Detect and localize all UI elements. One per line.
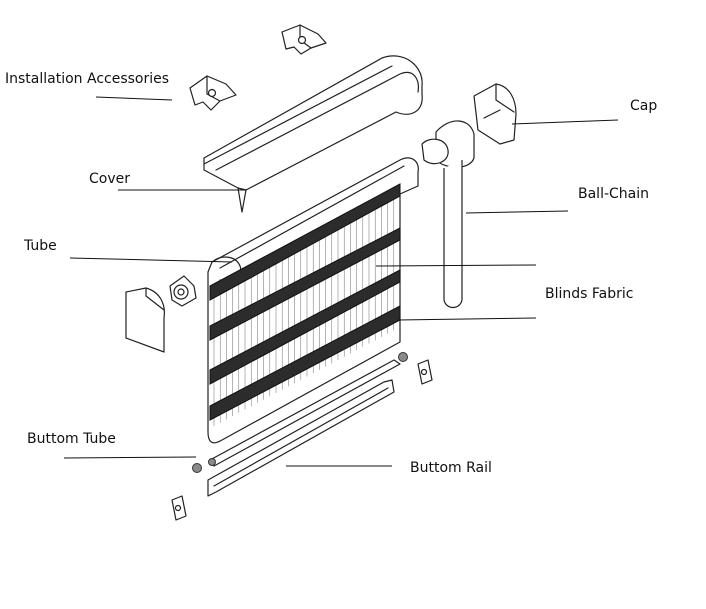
blind-fabric-panel	[207, 157, 419, 444]
chain-mechanism	[421, 120, 475, 309]
cover-profile	[203, 55, 423, 213]
cap-right	[473, 83, 517, 145]
label-buttom-tube: Buttom Tube	[27, 431, 116, 447]
label-buttom-rail: Buttom Rail	[410, 460, 492, 476]
bottom-tube-rod	[192, 352, 408, 473]
tube-plug	[169, 275, 197, 307]
label-tube: Tube	[24, 238, 57, 254]
bottom-rail	[207, 379, 395, 497]
label-cap: Cap	[630, 98, 658, 114]
leader-lines	[63, 96, 619, 467]
label-cover: Cover	[89, 171, 130, 187]
label-blinds-fabric: Blinds Fabric	[545, 286, 634, 302]
end-cap-left	[125, 287, 165, 353]
end-clip-left	[171, 495, 187, 521]
installation-bracket-top	[281, 24, 327, 55]
label-installation-accessories: Installation Accessories	[5, 71, 170, 87]
end-clip-right	[417, 359, 433, 385]
installation-bracket-left	[189, 75, 237, 111]
label-ball-chain: Ball-Chain	[578, 186, 650, 202]
